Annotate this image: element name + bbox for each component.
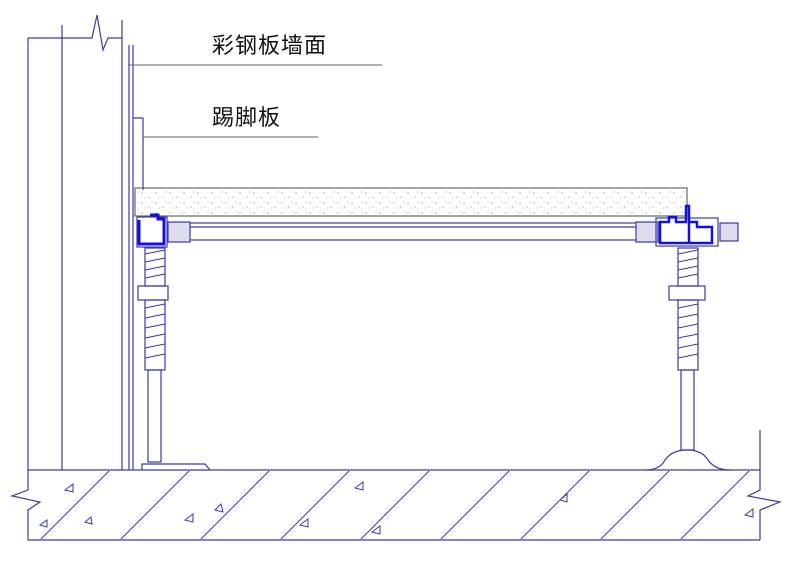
concrete-floor-slab (9, 430, 783, 541)
steel-panel-wall (128, 45, 134, 470)
left-pedestal (136, 213, 211, 471)
skirting-label: 踢脚板 (212, 106, 282, 131)
right-pedestal (644, 204, 739, 471)
skirting-board (133, 117, 144, 190)
aggregate-marks (38, 481, 754, 535)
wall-label: 彩钢板墙面 (212, 34, 328, 59)
floor-panel (134, 187, 688, 217)
stringer-beam (167, 221, 659, 243)
concrete-wall (27, 14, 123, 470)
